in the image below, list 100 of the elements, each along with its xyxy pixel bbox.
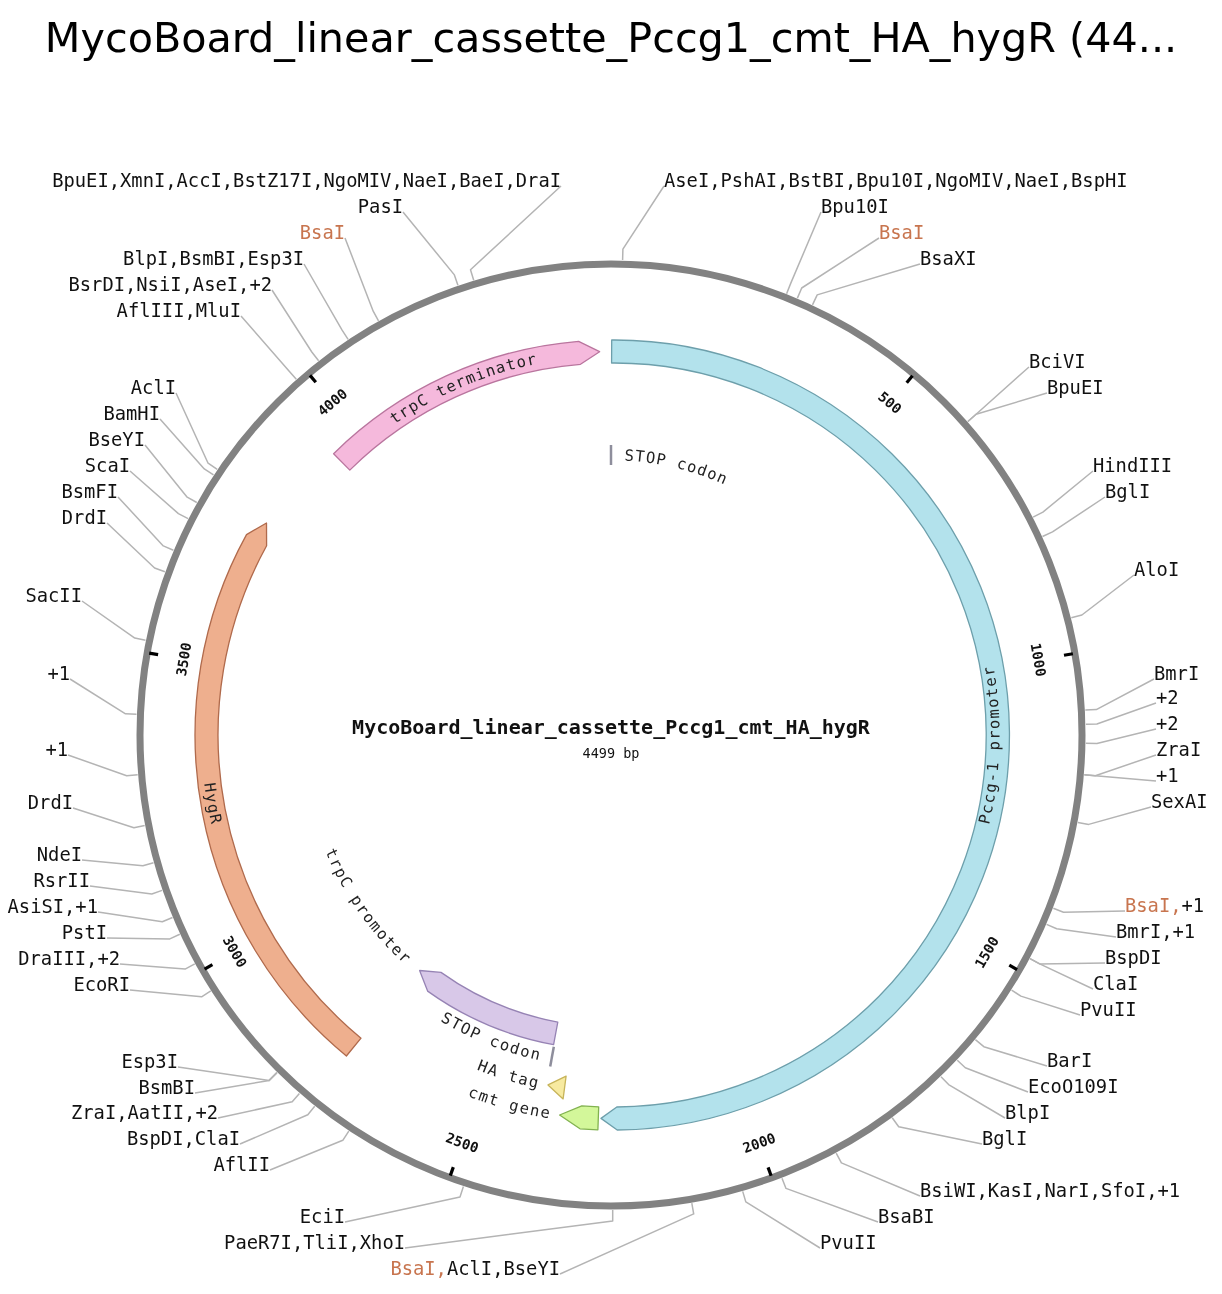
- enzyme-label: BsaI: [299, 222, 345, 244]
- leader-line: [1077, 806, 1152, 826]
- leader-line: [1084, 678, 1155, 711]
- enzyme-label: DrdI: [61, 507, 107, 529]
- enzyme-label: SexAI: [1151, 791, 1208, 813]
- enzyme-label: PvuII: [820, 1232, 877, 1254]
- enzyme-label: BpuEI,XmnI,AccI,BstZ17I,NgoMIV,NaeI,BaeI,DraI: [52, 170, 561, 192]
- enzyme-label: BsrDI,NsiI,AseI,+2: [68, 274, 272, 296]
- leader-line: [796, 237, 880, 299]
- enzyme-label: ZraI,AatII,+2: [71, 1102, 218, 1124]
- leader-line: [217, 1092, 301, 1119]
- leader-line: [402, 211, 459, 287]
- leader-line: [240, 315, 298, 380]
- leader-line: [119, 963, 196, 970]
- enzyme-label: AsiSI,+1: [7, 896, 98, 918]
- leader-line: [303, 263, 349, 341]
- leader-line: [621, 185, 665, 261]
- leader-line: [559, 1202, 695, 1275]
- leader-line: [117, 496, 175, 551]
- enzyme-label: BciVI: [1029, 351, 1086, 373]
- enzyme-label: BsiWI,KasI,NarI,SfoI,+1: [920, 1180, 1181, 1202]
- enzyme-label: +1: [45, 739, 68, 761]
- enzyme-label: BpuEI: [1047, 377, 1104, 399]
- feature-label: STOP codon: [624, 446, 732, 489]
- enzyme-label: BsmBI: [138, 1077, 195, 1099]
- enzyme-label: Bpu10I: [821, 196, 889, 218]
- leader-line: [1010, 989, 1081, 1016]
- leader-line: [239, 1105, 316, 1145]
- leader-line: [67, 754, 139, 777]
- enzyme-label: BspDI,ClaI: [126, 1128, 240, 1150]
- leader-line: [940, 1075, 1006, 1119]
- tick-label: 2500: [443, 1129, 481, 1156]
- enzyme-label: DraIII,+2: [18, 948, 120, 970]
- leader-line: [781, 1177, 879, 1223]
- enzyme-label: BarI: [1047, 1050, 1093, 1072]
- enzyme-label: BseYI: [88, 429, 145, 451]
- leader-line: [835, 1152, 921, 1197]
- enzyme-label: HindIII: [1093, 455, 1173, 477]
- enzyme-label: BsaXI: [920, 248, 977, 270]
- enzyme-label: +1: [47, 663, 70, 685]
- leader-line: [1085, 728, 1157, 745]
- enzyme-label: +2: [1156, 687, 1179, 709]
- enzyme-label: AloI: [1134, 559, 1180, 581]
- enzyme-label: BmrI,+1: [1116, 921, 1196, 943]
- enzyme-label: BsmFI: [61, 481, 118, 503]
- leader-line: [106, 933, 181, 940]
- enzyme-label: RsrII: [33, 870, 90, 892]
- enzyme-label: AseI,PshAI,BstBI,Bpu10I,NgoMIV,NaeI,BspHI: [664, 170, 1128, 192]
- enzyme-label: +2: [1156, 713, 1179, 735]
- enzyme-label: EciI: [299, 1206, 345, 1228]
- tick-label: 500: [875, 388, 905, 417]
- leader-line: [404, 1209, 614, 1249]
- enzyme-label: ClaI: [1093, 973, 1139, 995]
- enzyme-label: BglI: [982, 1128, 1028, 1150]
- leader-line: [1083, 773, 1157, 782]
- enzyme-label: EcoO109I: [1028, 1076, 1119, 1098]
- enzyme-label: ScaI: [84, 455, 130, 477]
- tick-label: 1000: [1027, 641, 1050, 678]
- leader-line: [97, 911, 174, 923]
- leader-line: [89, 885, 163, 895]
- enzyme-label: PstI: [61, 922, 107, 944]
- leader-line: [159, 418, 215, 476]
- enzyme-label: AflIII,MluI: [116, 300, 241, 322]
- leader-line: [72, 807, 146, 829]
- tick-label: 3500: [172, 641, 195, 678]
- leader-line: [129, 989, 212, 998]
- enzyme-label: PaeR7I,TliI,XhoI: [224, 1232, 405, 1254]
- enzyme-label: EcoRI: [73, 974, 130, 996]
- enzyme-label: BsaI,AclI,BseYI: [390, 1258, 560, 1280]
- leader-line: [1070, 574, 1135, 619]
- leader-line: [1029, 957, 1094, 990]
- leader-line: [741, 1190, 821, 1249]
- enzyme-label: Esp3I: [121, 1051, 178, 1073]
- enzyme-label: BsaBI: [878, 1206, 935, 1228]
- enzyme-label: PasI: [357, 196, 403, 218]
- leader-line: [144, 444, 198, 504]
- leader-line: [1032, 470, 1094, 518]
- leader-line: [129, 470, 189, 520]
- leader-line: [271, 289, 320, 362]
- enzyme-label: BmrI: [1154, 663, 1200, 685]
- leader-line: [344, 237, 380, 322]
- leader-line: [1085, 702, 1157, 725]
- enzyme-label: BglI: [1105, 481, 1151, 503]
- title: MycoBoard_linear_cassette_Pccg1_cmt_HA_hygR (44...: [44, 14, 1178, 62]
- leader-line: [811, 263, 921, 306]
- map-name: MycoBoard_linear_cassette_Pccg1_cmt_HA_hygR: [352, 715, 870, 739]
- sequence-length: 4499 bp: [582, 745, 640, 761]
- enzyme-label: BlpI: [1005, 1102, 1051, 1124]
- enzyme-label: +1: [1156, 765, 1179, 787]
- enzyme-label: BsaI: [879, 222, 925, 244]
- leader-line: [1041, 496, 1106, 538]
- enzyme-label: NdeI: [36, 844, 82, 866]
- enzyme-label: PvuII: [1080, 999, 1137, 1021]
- enzyme-label: BamHI: [103, 403, 160, 425]
- leader-line: [967, 392, 1048, 423]
- enzyme-label: BspDI: [1105, 947, 1162, 969]
- leader-line: [81, 859, 155, 867]
- leader-line: [469, 185, 562, 282]
- enzyme-label: BlpI,BsmBI,Esp3I: [123, 248, 304, 270]
- leader-line: [974, 1038, 1048, 1067]
